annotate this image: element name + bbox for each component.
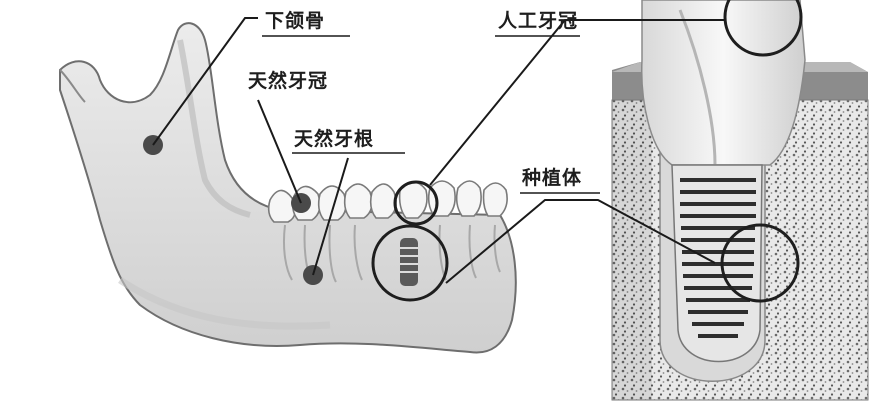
label-artificial-crown: 人工牙冠 xyxy=(498,10,578,32)
label-implant: 种植体 xyxy=(522,167,582,189)
artificial-crown-model xyxy=(642,0,805,165)
label-mandible: 下颌骨 xyxy=(265,10,325,32)
jaw-implant xyxy=(400,238,418,286)
label-natural-root: 天然牙根 xyxy=(294,128,374,150)
label-natural-crown: 天然牙冠 xyxy=(248,70,328,92)
implant-screw xyxy=(672,165,762,362)
